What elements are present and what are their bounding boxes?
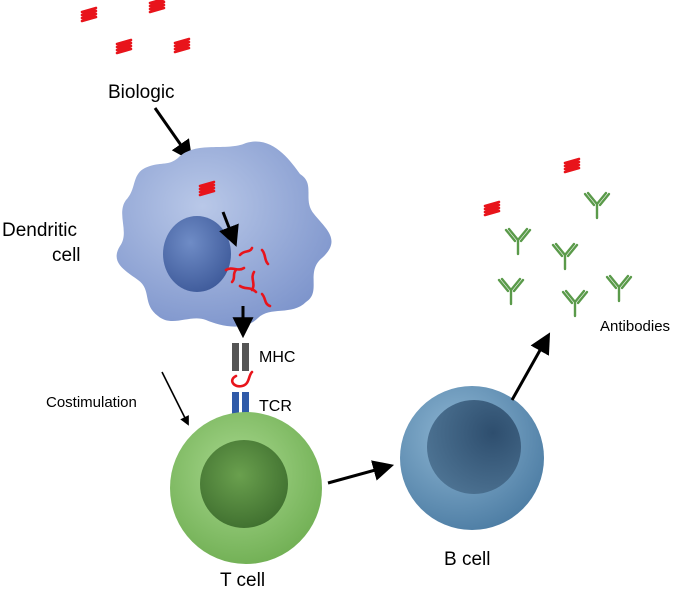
antibodies-label: Antibodies bbox=[600, 318, 670, 335]
antibody-bound-biologic bbox=[563, 157, 581, 174]
antibodies bbox=[497, 191, 633, 318]
biologic-molecule bbox=[173, 37, 191, 54]
antibody bbox=[497, 277, 525, 306]
processing-arrow bbox=[219, 211, 239, 247]
b-cell-label: B cell bbox=[444, 549, 490, 570]
antibody-production-arrow bbox=[510, 332, 551, 401]
costimulation-arrow bbox=[161, 371, 189, 426]
biologic-molecules bbox=[80, 0, 191, 55]
biologic-molecule bbox=[115, 38, 133, 55]
peptide-fragments bbox=[224, 246, 272, 308]
dendritic-cell-label-line2: cell bbox=[52, 245, 81, 266]
b-cell bbox=[400, 386, 544, 530]
antibody-bound-biologic bbox=[483, 200, 501, 217]
dendritic-cell-label-line1: Dendritic bbox=[2, 220, 77, 241]
mhc-label: MHC bbox=[259, 349, 295, 366]
t-cell-label: T cell bbox=[220, 570, 265, 591]
presented-peptide bbox=[230, 370, 254, 388]
antibody bbox=[583, 191, 611, 220]
mhc-molecule bbox=[232, 343, 249, 371]
tcr-receptor bbox=[232, 392, 249, 418]
costimulation-label: Costimulation bbox=[46, 394, 137, 411]
antibody bbox=[561, 289, 589, 318]
t-cell-nucleus bbox=[200, 440, 288, 528]
tcr-label: TCR bbox=[259, 398, 292, 415]
biologic-label: Biologic bbox=[108, 82, 175, 103]
activation-arrow bbox=[327, 460, 395, 485]
b-cell-nucleus bbox=[427, 400, 521, 494]
dendritic-cell-nucleus bbox=[163, 216, 231, 292]
antibody bbox=[551, 242, 579, 271]
uptake-arrow bbox=[153, 107, 193, 162]
antibody bbox=[605, 274, 633, 303]
antibody bbox=[504, 227, 532, 256]
dendritic-cell bbox=[116, 141, 332, 327]
biologic-molecule bbox=[80, 6, 98, 23]
t-cell bbox=[170, 412, 322, 564]
biologic-molecule bbox=[148, 0, 166, 14]
